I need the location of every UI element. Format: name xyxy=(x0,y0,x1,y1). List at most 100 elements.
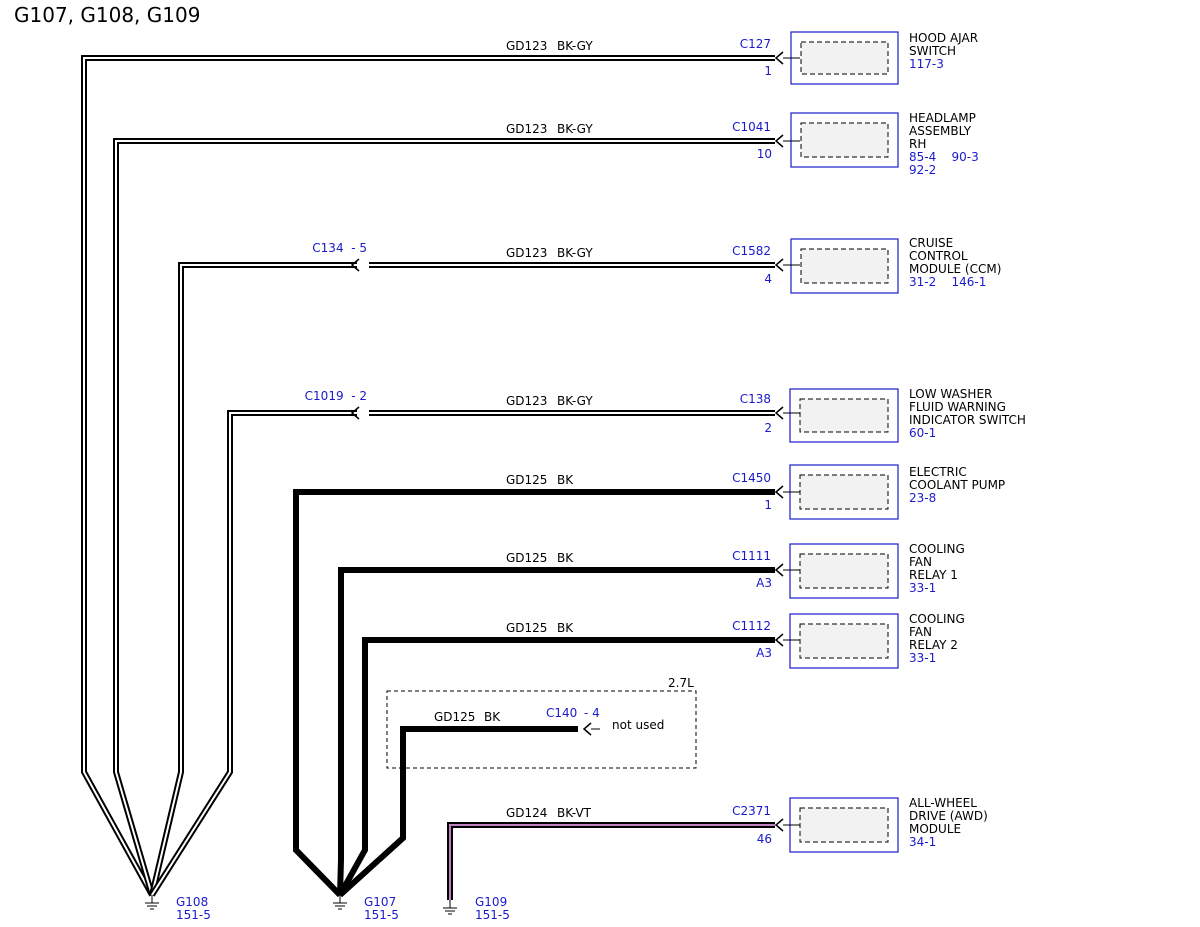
connector-arrow-c7 xyxy=(774,633,784,647)
inline-arrow-c3 xyxy=(350,258,360,272)
component-box-c7 xyxy=(789,613,899,669)
wire-c8-to-g107 xyxy=(337,726,578,898)
connector-id-c7: C1112 xyxy=(732,619,771,633)
component-box-c2-inner xyxy=(800,122,889,158)
component-name-c7-1: FAN xyxy=(909,625,932,639)
wire-c9-to-g109 xyxy=(447,822,775,900)
component-box-c2 xyxy=(790,112,899,168)
wire-c3-to-g108 xyxy=(149,262,357,896)
wire-color-c5: BK xyxy=(557,473,574,487)
ground-symbol-g108 xyxy=(145,895,159,910)
connector-pin-c2: 10 xyxy=(757,147,772,161)
component-name-c2-1: ASSEMBLY xyxy=(909,124,972,138)
wire-c6-to-g107 xyxy=(337,567,775,896)
component-ref-c7-0: 33-1 xyxy=(909,651,936,665)
component-name-c4-1: FLUID WARNING xyxy=(909,400,1006,414)
wire-c5-to-g107-line xyxy=(293,489,775,898)
component-name-c4-0: LOW WASHER xyxy=(909,387,992,401)
component-ref-c2-1: 92-2 xyxy=(909,163,936,177)
wire-color-c9: BK-VT xyxy=(557,806,592,820)
wire-code-c9: GD124 xyxy=(506,806,547,820)
connector-arrow-c4 xyxy=(774,406,784,420)
component-name-c2-2: RH xyxy=(909,137,926,151)
connector-arrow-c3 xyxy=(774,258,784,272)
wire-c2-to-g108-outer xyxy=(113,138,775,896)
component-name-c5-1: COOLANT PUMP xyxy=(909,478,1005,492)
component-name-c6-1: FAN xyxy=(909,555,932,569)
ground-ref-g108: 151-5 xyxy=(176,908,211,922)
wire-color-c8: BK xyxy=(484,710,501,724)
wire-c3-to-g108-outer xyxy=(149,262,357,896)
wire-code-c7: GD125 xyxy=(506,621,547,635)
component-name-c7-2: RELAY 2 xyxy=(909,638,958,652)
component-box-c7-inner xyxy=(799,623,889,659)
component-ref-c6-0: 33-1 xyxy=(909,581,936,595)
component-box-c6-inner xyxy=(799,553,889,589)
component-box-c5 xyxy=(789,464,899,520)
component-name-c2-0: HEADLAMP xyxy=(909,111,976,125)
connector-pin-c8: - 4 xyxy=(584,706,600,720)
component-name-c3-0: CRUISE xyxy=(909,236,953,250)
wire-c3-to-g108-stripe xyxy=(151,264,357,896)
wire-c5-to-g107 xyxy=(293,489,775,898)
connector-id-c4: C138 xyxy=(740,392,771,406)
component-name-c1-1: SWITCH xyxy=(909,44,956,58)
component-name-c1-0: HOOD AJAR xyxy=(909,31,978,45)
component-ref-c3-0: 31-2 146-1 xyxy=(909,275,986,289)
connector-arrow-c5 xyxy=(774,485,784,499)
wire-color-c7: BK xyxy=(557,621,574,635)
connector-arrow-c6 xyxy=(774,563,784,577)
wires-layer xyxy=(81,31,899,915)
connector-arrow-c8 xyxy=(582,722,592,736)
connector-arrow-c9 xyxy=(774,818,784,832)
diagram-title: G107, G108, G109 xyxy=(14,3,200,27)
component-box-c4-inner xyxy=(799,398,889,433)
ground-symbol-g109 xyxy=(443,900,457,915)
component-box-c1 xyxy=(790,31,899,85)
wire-c2-to-g108 xyxy=(113,138,775,896)
connector-id-c2: C1041 xyxy=(732,120,771,134)
ground-ref-g109: 151-5 xyxy=(475,908,510,922)
wire-c9-to-g109-outer xyxy=(447,822,775,900)
connector-id-c8: C140 xyxy=(546,706,577,720)
wire-code-c6: GD125 xyxy=(506,551,547,565)
component-name-c4-2: INDICATOR SWITCH xyxy=(909,413,1026,427)
component-box-c9-inner xyxy=(799,807,889,843)
ground-ref-g107: 151-5 xyxy=(364,908,399,922)
component-box-c3 xyxy=(790,238,899,294)
component-name-c9-0: ALL-WHEEL xyxy=(909,796,977,810)
wire-code-c1: GD123 xyxy=(506,39,547,53)
wire-color-c2: BK-GY xyxy=(557,122,593,136)
wire-c1-to-g108-outer xyxy=(81,55,775,897)
not-used-note: not used xyxy=(612,718,664,732)
component-ref-c2-0: 85-4 90-3 xyxy=(909,150,979,164)
ground-name-g107: G107 xyxy=(364,895,396,909)
connector-pin-c3: 4 xyxy=(764,272,772,286)
component-ref-c5-0: 23-8 xyxy=(909,491,936,505)
inline-connector-c3: C134 - 5 xyxy=(312,241,367,255)
component-ref-c1-0: 117-3 xyxy=(909,57,944,71)
wire-c4-to-g108-stripe xyxy=(151,412,357,896)
ground-name-g108: G108 xyxy=(176,895,208,909)
option-label-2.7l: 2.7L xyxy=(668,676,694,690)
wire-color-c1: BK-GY xyxy=(557,39,593,53)
component-ref-c4-0: 60-1 xyxy=(909,426,936,440)
wire-c1-to-g108-stripe xyxy=(83,57,775,896)
wire-color-c3: BK-GY xyxy=(557,246,593,260)
option-box-2.7l xyxy=(386,690,697,769)
wire-code-c8: GD125 xyxy=(434,710,475,724)
ground-name-g109: G109 xyxy=(475,895,507,909)
component-box-c1-inner xyxy=(800,41,889,75)
wire-c8-to-g107-line xyxy=(337,726,578,898)
wire-c6-to-g107-line xyxy=(337,567,775,896)
component-name-c9-1: DRIVE (AWD) xyxy=(909,809,988,823)
connector-arrow-c1 xyxy=(774,51,784,65)
component-ref-c9-0: 34-1 xyxy=(909,835,936,849)
inline-connector-c4: C1019 - 2 xyxy=(305,389,367,403)
connector-pin-c9: 46 xyxy=(757,832,772,846)
wire-code-c3: GD123 xyxy=(506,246,547,260)
wire-c2-to-g108-stripe xyxy=(115,140,775,896)
wire-color-c4: BK-GY xyxy=(557,394,593,408)
component-name-c6-0: COOLING xyxy=(909,542,965,556)
